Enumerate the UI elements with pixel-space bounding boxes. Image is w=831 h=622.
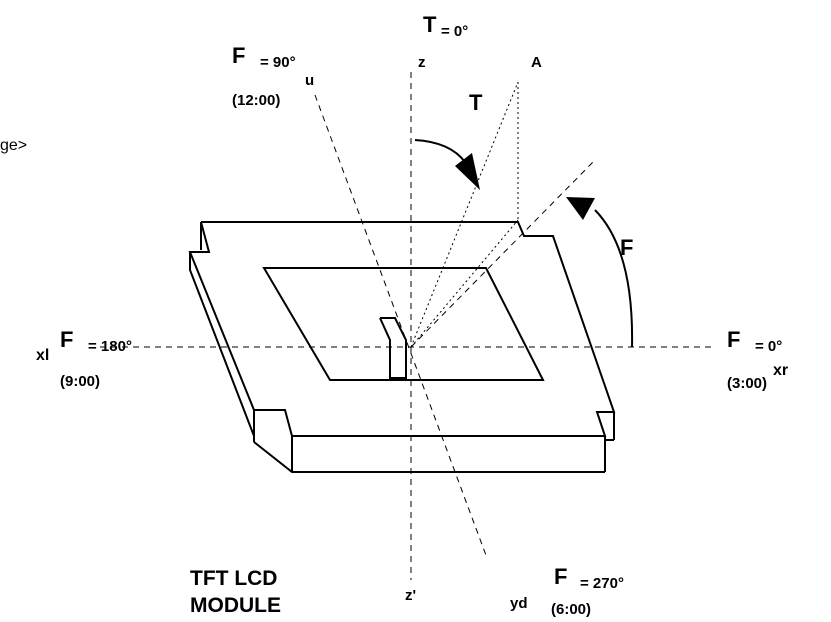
phi-0-symbol: F <box>727 327 740 352</box>
phi-270-time: (6:00) <box>551 601 591 618</box>
phi-90-time: (12:00) <box>232 92 280 109</box>
xl-label: xl <box>36 347 49 364</box>
view-projection-a <box>410 219 519 348</box>
z-prime-label: z' <box>405 587 416 604</box>
phi-270-value: = 270° <box>580 575 624 592</box>
theta-arc <box>414 139 466 163</box>
phi-90-value: = 90° <box>260 54 296 71</box>
phi-90-symbol: F <box>232 43 245 68</box>
fragment-text: ge> <box>0 137 27 154</box>
u-yd-axis <box>314 94 488 559</box>
xr-label: xr <box>773 362 788 379</box>
yd-label: yd <box>510 595 528 612</box>
phi-0-time: (3:00) <box>727 375 767 392</box>
diagonal-axis <box>410 159 596 348</box>
theta-zero-value: = 0° <box>441 23 468 40</box>
z-label: z <box>418 54 426 71</box>
theta-arrowhead <box>455 153 480 190</box>
phi-180-time: (9:00) <box>60 373 100 390</box>
u-label: u <box>305 72 314 89</box>
phi-180-value: = 180° <box>88 338 132 355</box>
view-line-a <box>410 81 519 348</box>
theta-zero-symbol: T <box>423 12 437 37</box>
module-title-line2: MODULE <box>190 594 281 617</box>
lcd-module <box>188 221 616 473</box>
phi-0-value: = 0° <box>755 338 782 355</box>
phi-180-symbol: F <box>60 327 73 352</box>
phi-arc-symbol: F <box>620 235 633 260</box>
module-title-line1: TFT LCD <box>190 567 277 590</box>
theta-arc-symbol: T <box>469 90 483 115</box>
a-label: A <box>531 54 542 71</box>
phi-arc <box>594 209 634 348</box>
phi-270-symbol: F <box>554 564 567 589</box>
phi-arrowhead <box>566 197 595 220</box>
